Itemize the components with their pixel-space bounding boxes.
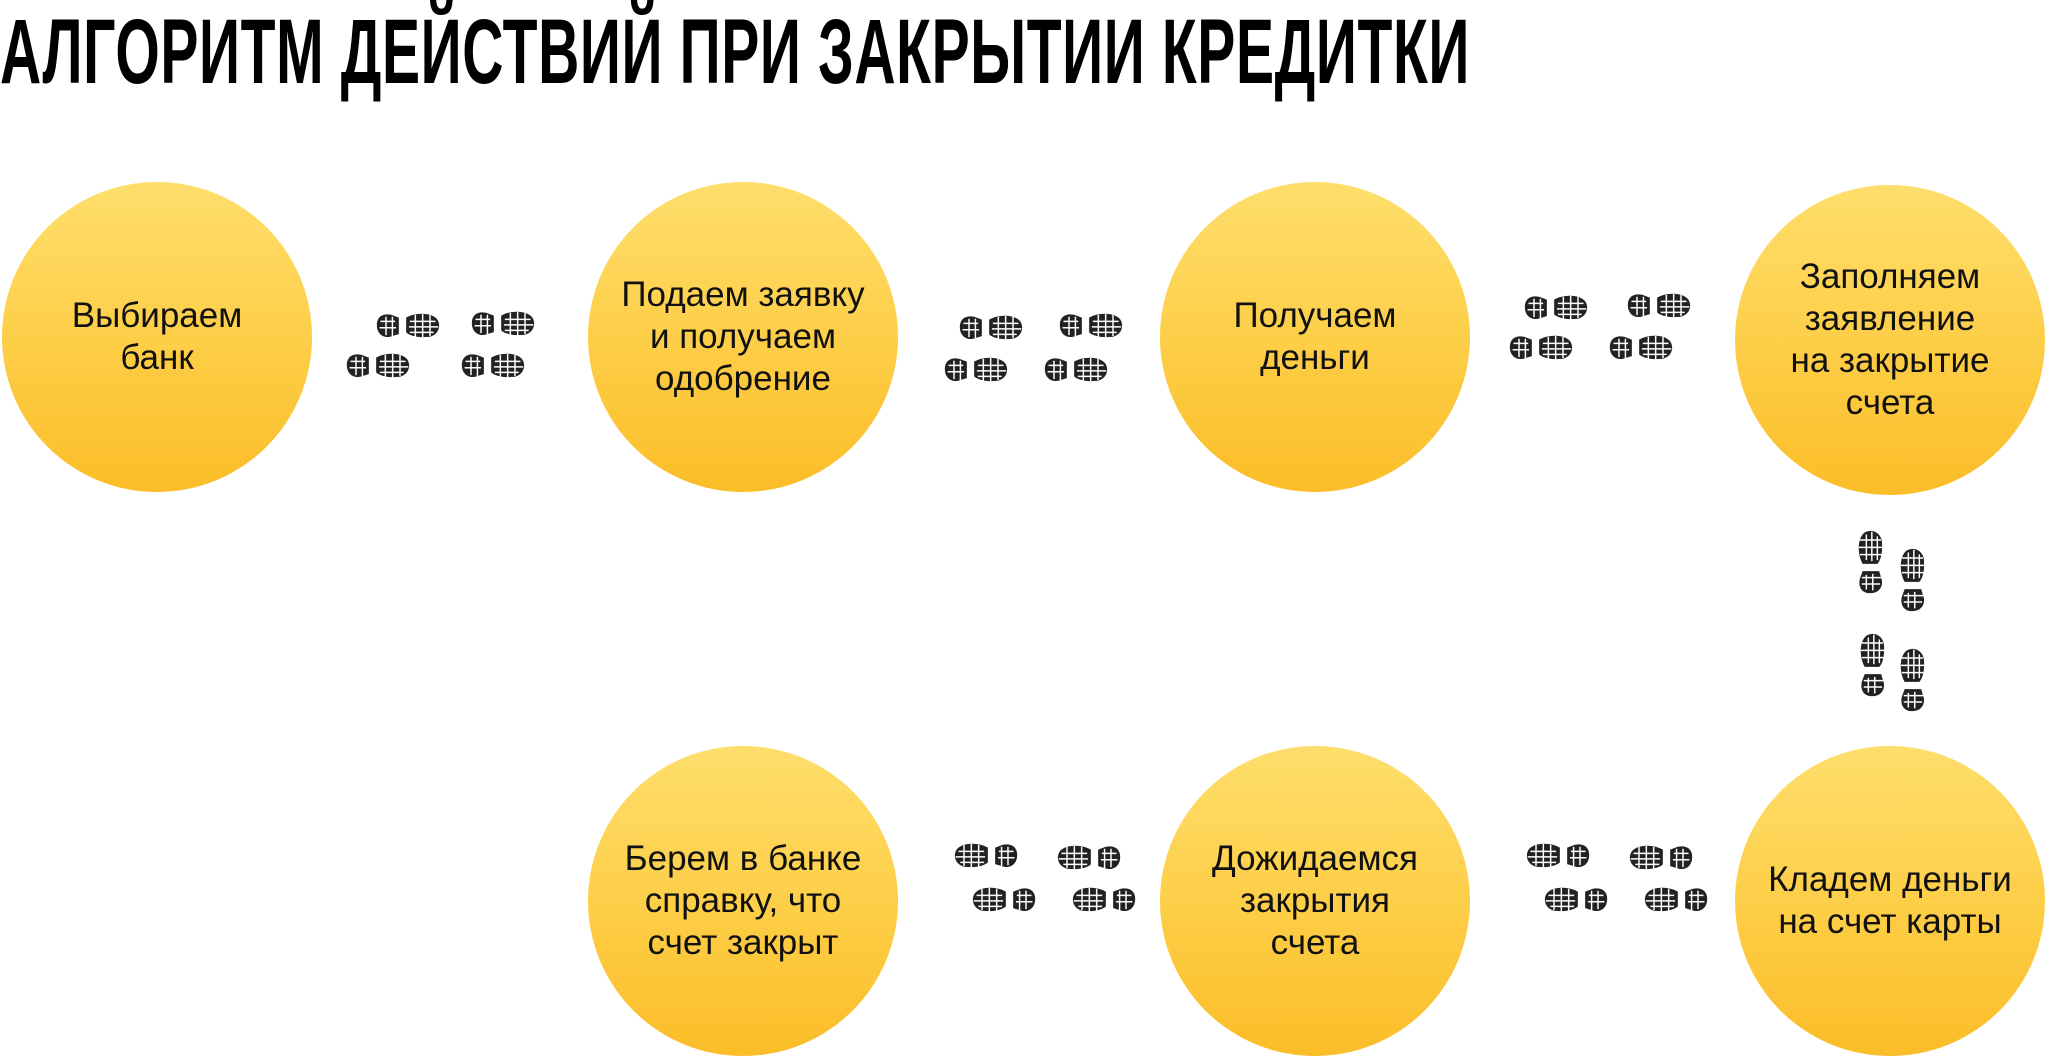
- step-label: Подаем заявку и получаем одобрение: [621, 275, 865, 398]
- step-7-get-certificate: Берем в банке справку, что счет закрыт: [588, 746, 898, 1056]
- step-4-fill-application: Заполняем заявление на закрытие счета: [1735, 185, 2045, 495]
- step-6-wait-closure: Дожидаемся закрытия счета: [1160, 746, 1470, 1056]
- footprints-icon: [944, 312, 1123, 383]
- step-3-get-money: Получаем деньги: [1160, 182, 1470, 492]
- step-label: Дожидаемся закрытия счета: [1211, 839, 1418, 962]
- step-label: Получаем деньги: [1233, 296, 1397, 377]
- step-label: Заполняем заявление на закрытие счета: [1790, 257, 1990, 422]
- footprints-icon: [1509, 292, 1691, 361]
- step-label: Выбираем банк: [71, 296, 243, 377]
- footprints-icon: [346, 310, 535, 379]
- step-1-choose-bank: Выбираем банк: [2, 182, 312, 492]
- footprints-icon: [1526, 842, 1708, 913]
- step-label: Кладем деньги на счет карты: [1768, 860, 2012, 941]
- step-5-deposit-money: Кладем деньги на счет карты: [1735, 746, 2045, 1056]
- page-title: АЛГОРИТМ ДЕЙСТВИЙ ПРИ ЗАКРЫТИИ КРЕДИТКИ: [0, 1, 1471, 103]
- step-label: Берем в банке справку, что счет закрыт: [624, 839, 862, 962]
- footprints-icon: [1857, 530, 1926, 712]
- footprints-icon: [954, 842, 1136, 913]
- step-2-apply: Подаем заявку и получаем одобрение: [588, 182, 898, 492]
